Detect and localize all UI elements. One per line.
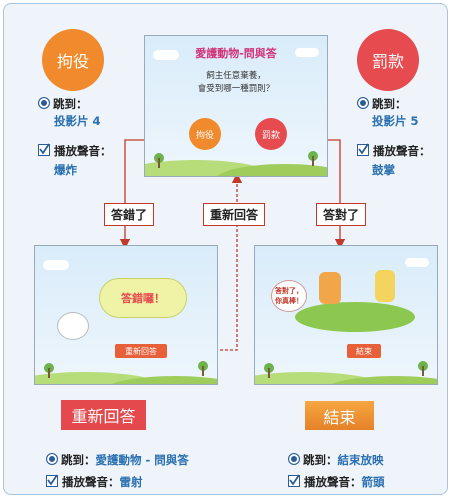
right-jump-row: 跳到： — [357, 96, 407, 112]
right-jump-value: 投影片 5 — [372, 114, 419, 128]
left-sound-row: 播放聲音： — [38, 143, 112, 159]
cloud-icon — [295, 48, 319, 57]
label-retry: 重新回答 — [203, 203, 266, 226]
bottom-right-jump-value: 結束放映 — [337, 453, 384, 467]
cloud-icon — [153, 50, 179, 60]
question-slide: 愛護動物-問與答 飼主任意棄養， 會受到哪一種罰則？ 拘役 罰款 — [144, 35, 328, 177]
label-wrong: 答錯了 — [104, 203, 155, 226]
bottom-left-jump-label: 跳到： — [61, 453, 96, 467]
bottom-left-sound-label: 播放聲音： — [62, 475, 120, 489]
label-correct: 答對了 — [316, 203, 367, 226]
radio-icon — [46, 453, 58, 465]
left-sound-label: 播放聲音： — [54, 144, 112, 158]
bottom-left-jump-value: 愛護動物 - 問與答 — [95, 453, 189, 467]
left-jump-row: 跳到： — [38, 96, 88, 112]
left-sound-value: 爆炸 — [54, 163, 77, 177]
correct-bubble-line-2: 你真棒！ — [275, 297, 303, 305]
checkbox-icon — [357, 143, 369, 156]
option-circle-right: 罰款 — [357, 29, 419, 91]
left-jump-label: 跳到： — [53, 97, 88, 111]
checkbox-icon — [288, 474, 300, 487]
retry-button[interactable]: 重新回答 — [61, 400, 146, 430]
bottom-right-sound-value: 箭頭 — [361, 475, 385, 489]
radio-icon — [38, 97, 50, 109]
bottom-right-sound-label: 播放聲音： — [304, 475, 362, 489]
grass-hills — [35, 361, 217, 384]
end-slide-button[interactable]: 結束 — [347, 344, 381, 358]
checkbox-icon — [38, 143, 50, 156]
bottom-left-jump-row: 跳到：愛護動物 - 問與答 — [46, 452, 189, 468]
left-jump-value: 投影片 4 — [54, 114, 101, 128]
cloud-icon — [405, 258, 429, 267]
grass-hills — [255, 361, 437, 384]
right-sound-value: 鼓掌 — [372, 163, 395, 177]
slide-title: 愛護動物-問與答 — [195, 47, 277, 60]
question-line-2: 會受到哪一種罰則？ — [197, 84, 275, 94]
radio-icon — [288, 453, 300, 465]
bottom-right-jump-label: 跳到： — [303, 453, 338, 467]
radio-icon — [357, 97, 369, 109]
meadow — [295, 302, 415, 332]
checkbox-icon — [46, 474, 58, 487]
answer-button-right[interactable]: 罰款 — [255, 118, 287, 150]
right-sound-row: 播放聲音： — [357, 143, 431, 159]
correct-answer-slide: 答對了， 你真棒！ 結束 — [254, 245, 438, 385]
retry-slide-button[interactable]: 重新回答 — [115, 344, 167, 358]
speech-bubble — [99, 278, 187, 318]
bottom-left-sound-value: 雷射 — [119, 475, 143, 489]
grass-hills — [145, 151, 327, 176]
question-line-1: 飼主任意棄養， — [206, 71, 266, 81]
animals-illustration — [319, 272, 341, 304]
option-circle-left: 拘役 — [42, 29, 104, 91]
bottom-right-jump-row: 跳到：結束放映 — [288, 452, 384, 468]
wrong-bubble-text: 答錯囉！ — [121, 292, 165, 305]
answer-button-left[interactable]: 拘役 — [189, 118, 221, 150]
bottom-right-sound-row: 播放聲音：箭頭 — [288, 474, 385, 490]
bottom-left-sound-row: 播放聲音：雷射 — [46, 474, 143, 490]
right-jump-label: 跳到： — [372, 97, 407, 111]
animals-illustration — [375, 270, 395, 302]
cloud-icon — [43, 260, 69, 270]
speech-bubble — [271, 280, 307, 312]
correct-bubble-line-1: 答對了， — [275, 287, 303, 295]
wrong-answer-slide: 答錯囉！ 重新回答 — [34, 245, 218, 385]
end-button[interactable]: 結束 — [305, 401, 374, 430]
cat-illustration — [57, 312, 89, 340]
right-sound-label: 播放聲音： — [373, 144, 431, 158]
